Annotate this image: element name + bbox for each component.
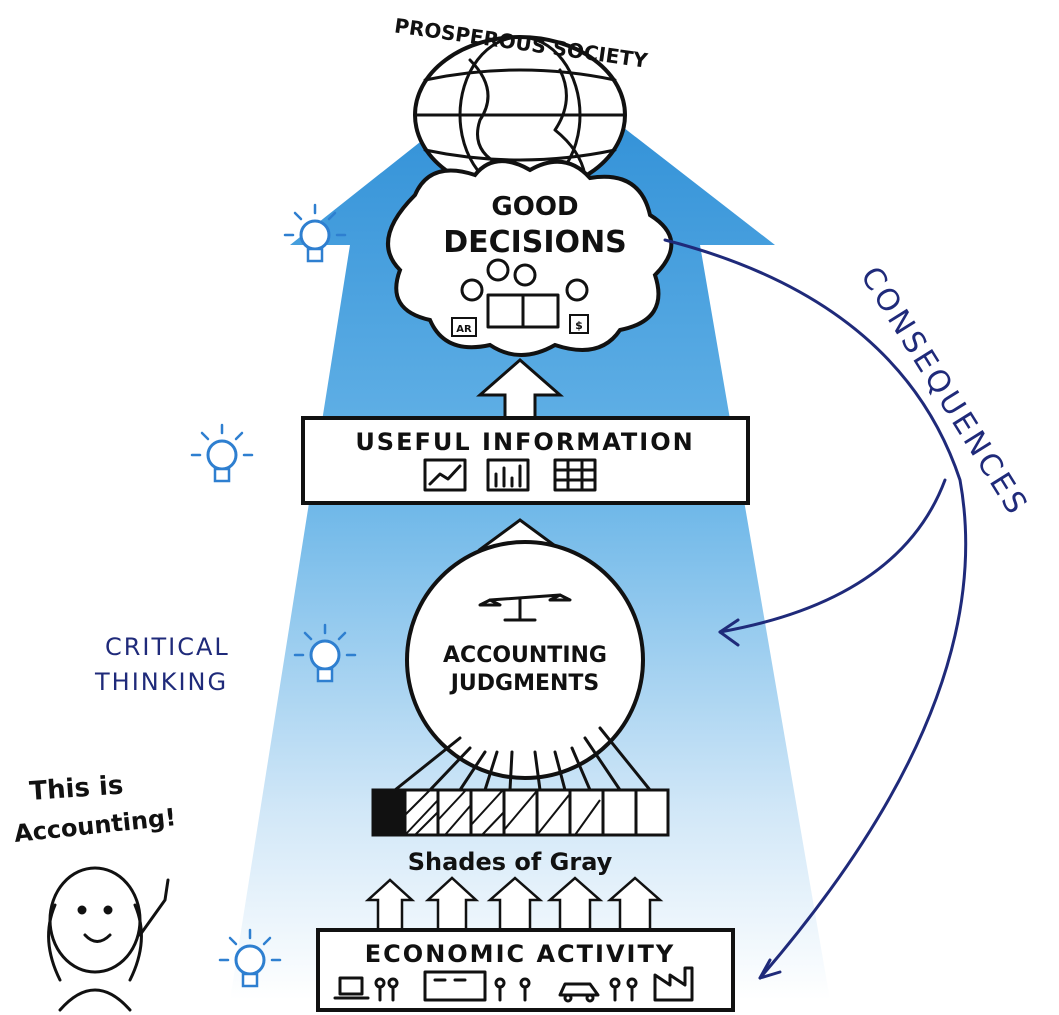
economic-arrows bbox=[364, 876, 664, 930]
arrow-to-decisions bbox=[476, 358, 564, 418]
consequences-arrows bbox=[663, 238, 968, 980]
judgments-line-1: ACCOUNTING bbox=[443, 643, 607, 668]
lightbulb-icon bbox=[283, 203, 347, 263]
table-icon bbox=[553, 458, 597, 492]
scales-icon bbox=[478, 593, 572, 622]
economic-scene-icons bbox=[333, 966, 694, 1003]
stick-figure bbox=[47, 866, 170, 1012]
line-chart-icon bbox=[423, 458, 467, 492]
shades-of-gray-bar bbox=[371, 788, 670, 837]
good-decisions-title-1: GOOD bbox=[491, 192, 578, 222]
bar-chart-icon bbox=[486, 458, 530, 492]
critical-thinking-line-2: THINKING bbox=[94, 668, 228, 696]
good-decisions-title-2: DECISIONS bbox=[443, 225, 627, 260]
lightbulb-icon bbox=[293, 623, 357, 683]
critical-thinking-line-1: CRITICAL bbox=[105, 633, 230, 661]
speech-line-1: This is bbox=[28, 770, 124, 806]
useful-information-label: USEFUL INFORMATION bbox=[355, 428, 694, 456]
dollar-tag: $ bbox=[575, 319, 583, 332]
speech-line-2: Accounting! bbox=[13, 803, 178, 848]
accounting-judgments-circle bbox=[405, 540, 645, 780]
judgments-line-2: JUDGMENTS bbox=[449, 671, 600, 696]
ar-tag: AR bbox=[456, 324, 472, 335]
good-decisions-cloud bbox=[386, 159, 674, 357]
lightbulb-icon bbox=[218, 928, 282, 988]
economic-activity-label: ECONOMIC ACTIVITY bbox=[365, 940, 675, 968]
shades-of-gray-label: Shades of Gray bbox=[408, 848, 613, 876]
shade-arrows bbox=[393, 726, 652, 792]
people-icon bbox=[451, 258, 589, 337]
lightbulb-icon bbox=[190, 423, 254, 483]
